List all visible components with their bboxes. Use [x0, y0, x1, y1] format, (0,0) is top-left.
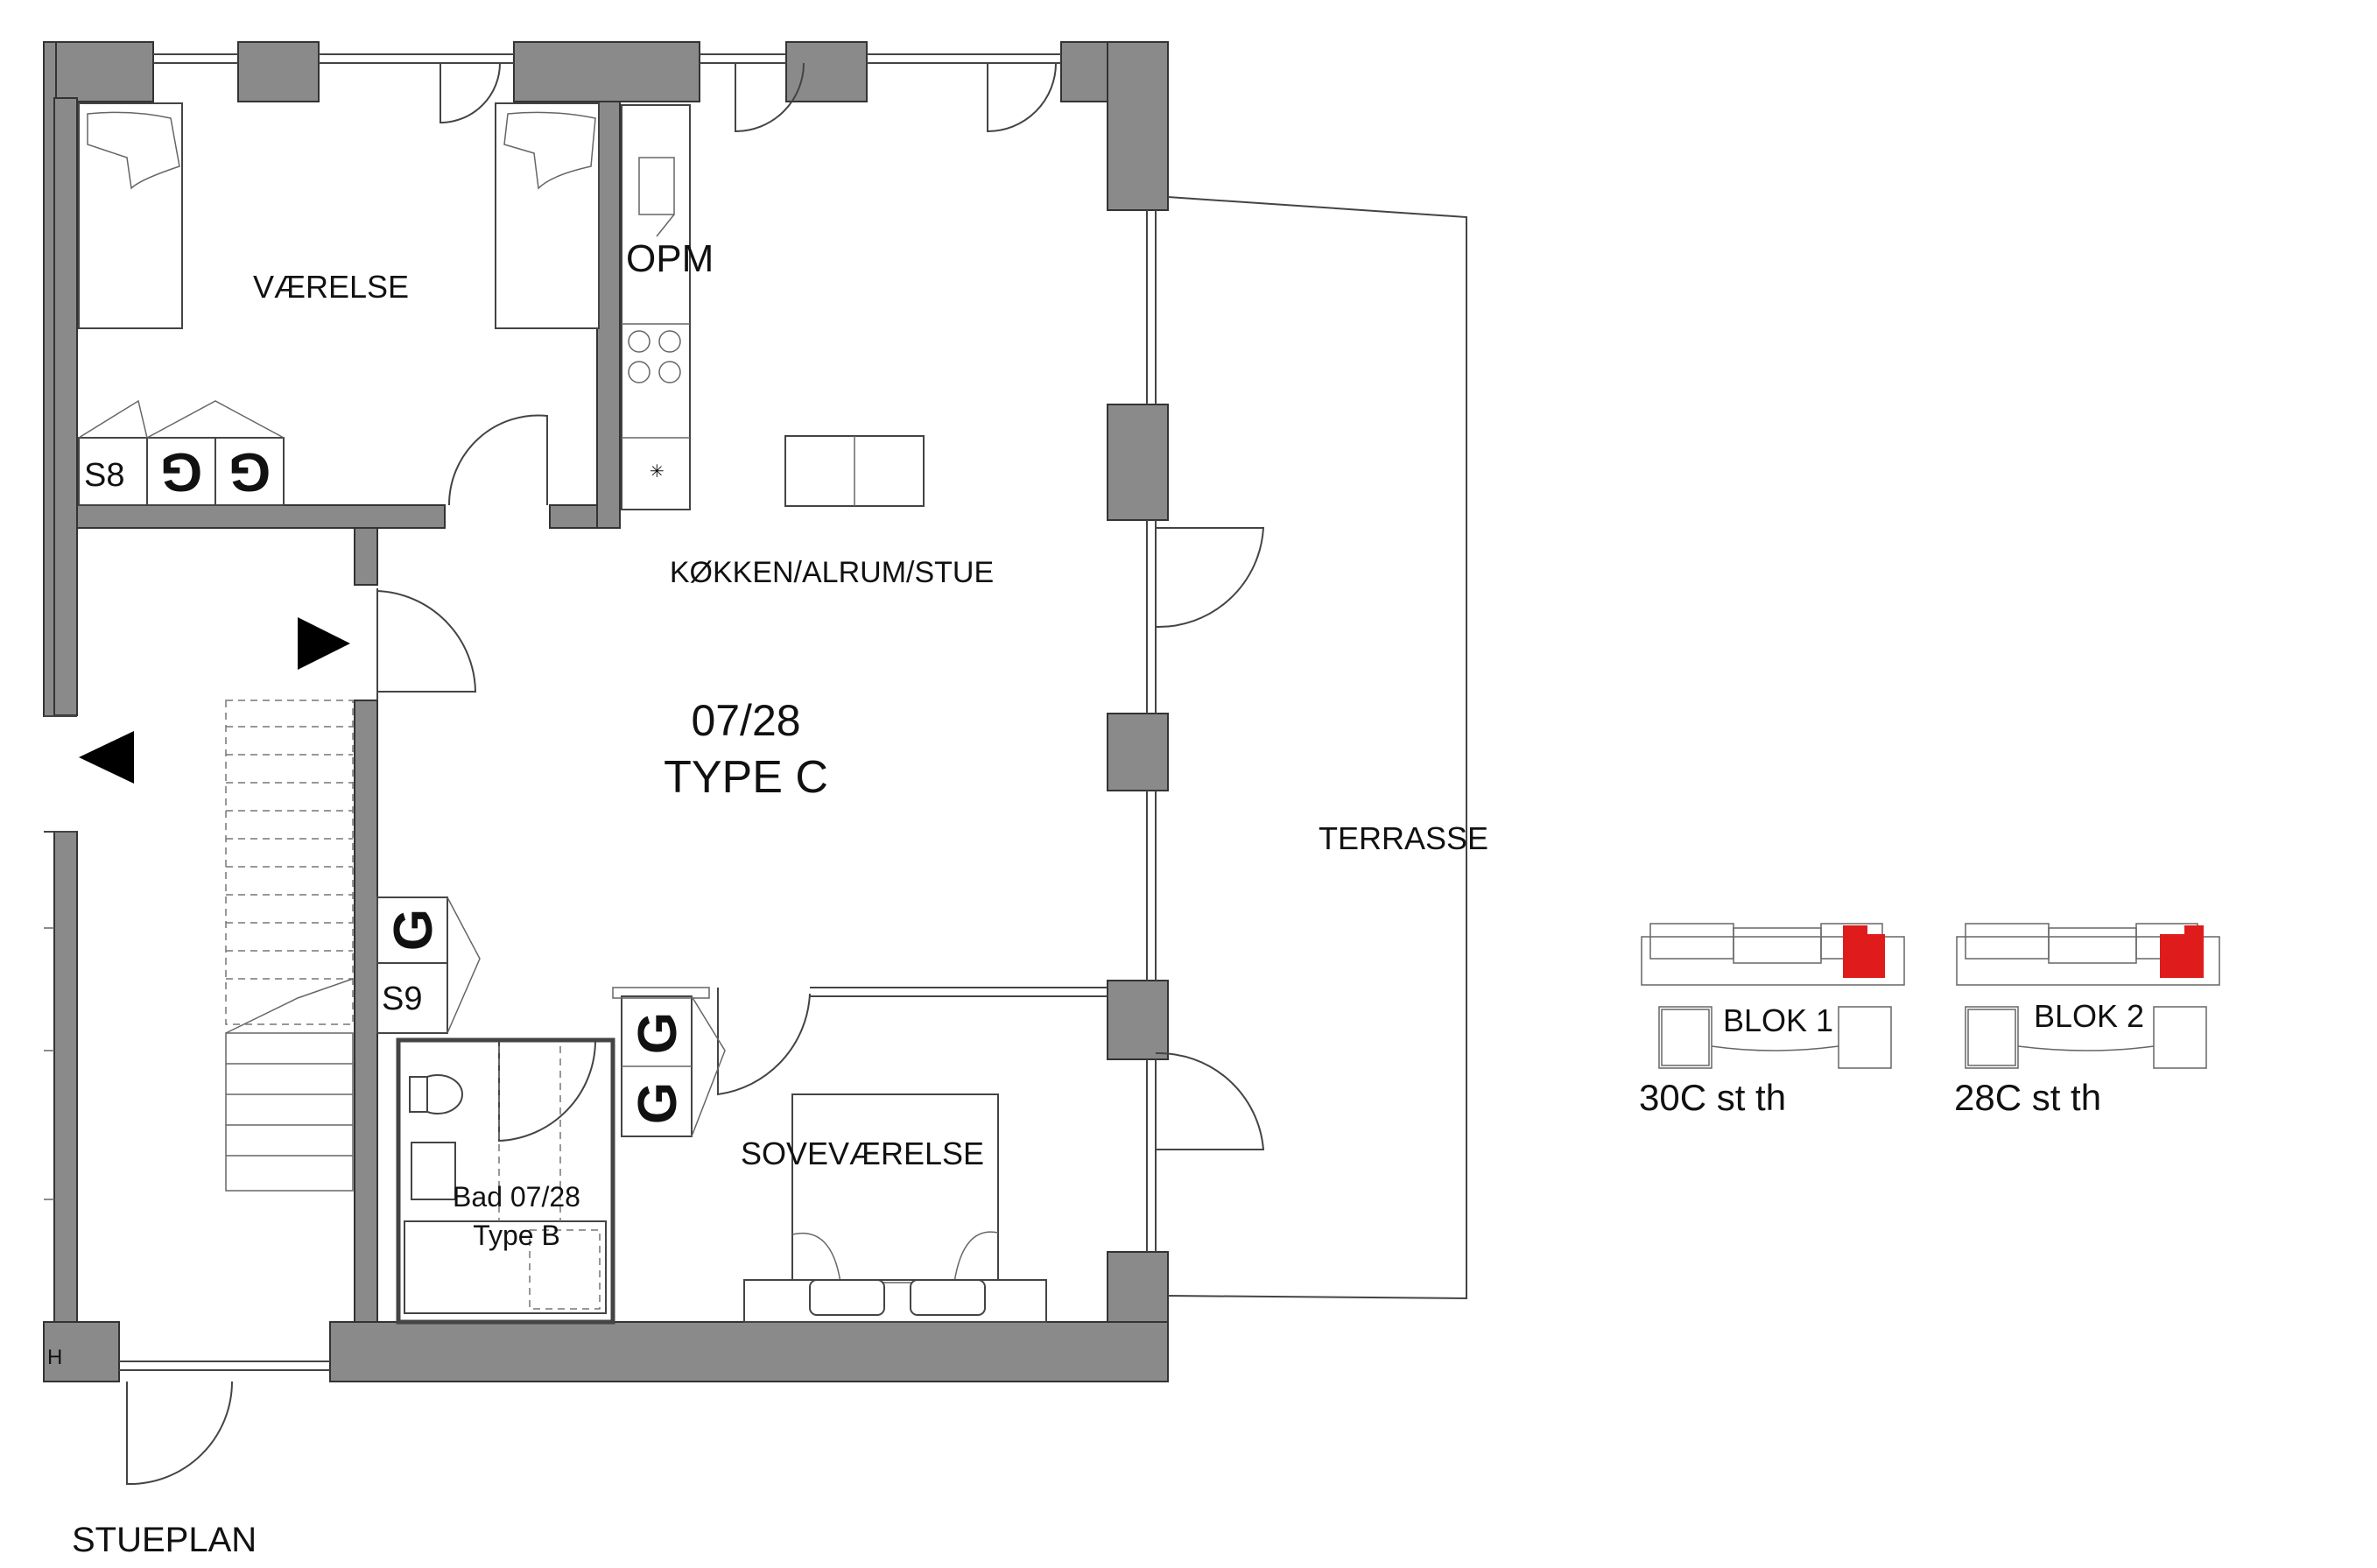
label-s8: S8: [84, 457, 124, 494]
room-labels: VÆRELSE OPM KØKKEN/ALRUM/STUE 07/28 TYPE…: [47, 237, 1488, 1559]
glyph-g-2: G: [229, 441, 271, 502]
label-kokken: KØKKEN/ALRUM/STUE: [670, 556, 994, 589]
terrace-outline: [1167, 196, 1467, 1300]
bed-right: [495, 102, 600, 329]
glyph-g-5: G: [628, 1082, 688, 1124]
wardrobe-bath: [612, 987, 726, 1137]
keyplan-2-address: 28C st th: [1954, 1077, 2101, 1118]
keyplan-2-block-label: BLOK 2: [2034, 998, 2144, 1034]
label-unit-number: 07/28: [691, 696, 800, 745]
label-bad-line2: Type B: [473, 1220, 560, 1251]
bathroom-fixtures: [404, 1046, 607, 1314]
label-sovevaerelse: SOVEVÆRELSE: [741, 1136, 984, 1171]
label-h: H: [47, 1346, 62, 1369]
keyplan-blok-2: BLOK 2 28C st th: [1954, 923, 2220, 1118]
glyph-g-3: G: [383, 909, 444, 951]
highlight-unit-2: [2160, 934, 2184, 978]
glyph-g-4: G: [628, 1012, 688, 1054]
double-bed: [743, 1093, 1047, 1323]
glyph-g-1: G: [160, 441, 202, 502]
label-bad-line1: Bad 07/28: [453, 1181, 580, 1213]
label-unit-type: TYPE C: [664, 752, 828, 803]
label-stueplan: STUEPLAN: [72, 1521, 257, 1559]
label-s9: S9: [382, 981, 422, 1017]
doors: [126, 62, 1265, 1486]
highlight-unit-1: [1843, 925, 1867, 978]
keyplan-blok-1: BLOK 1 30C st th: [1639, 923, 1905, 1118]
bed-left: [78, 102, 183, 329]
kitchen-counter: ✳: [621, 104, 691, 510]
highlight-unit-2b: [2184, 925, 2204, 978]
keyplan-1-address: 30C st th: [1639, 1077, 1786, 1118]
windows: [119, 53, 1157, 1371]
svg-text:✳: ✳: [650, 462, 665, 482]
highlight-unit-1b: [1867, 934, 1885, 978]
label-terrasse: TERRASSE: [1319, 820, 1488, 856]
neighbor-edge: [44, 715, 77, 1200]
staircase: [225, 700, 354, 1192]
wardrobe-s9: [376, 897, 481, 1034]
wardrobes-vaerelse: [78, 399, 285, 506]
label-vaerelse: VÆRELSE: [253, 269, 409, 305]
keyplan-1-block-label: BLOK 1: [1723, 1002, 1833, 1038]
entry-arrows: [79, 617, 350, 784]
arrow-right-icon: [298, 617, 350, 670]
arrow-left-icon: [79, 731, 134, 784]
label-opm: OPM: [626, 237, 714, 280]
walls: [43, 41, 1169, 1382]
wardrobe-glyphs: G G G G G: [160, 441, 688, 1124]
kitchen-island: [784, 435, 925, 507]
